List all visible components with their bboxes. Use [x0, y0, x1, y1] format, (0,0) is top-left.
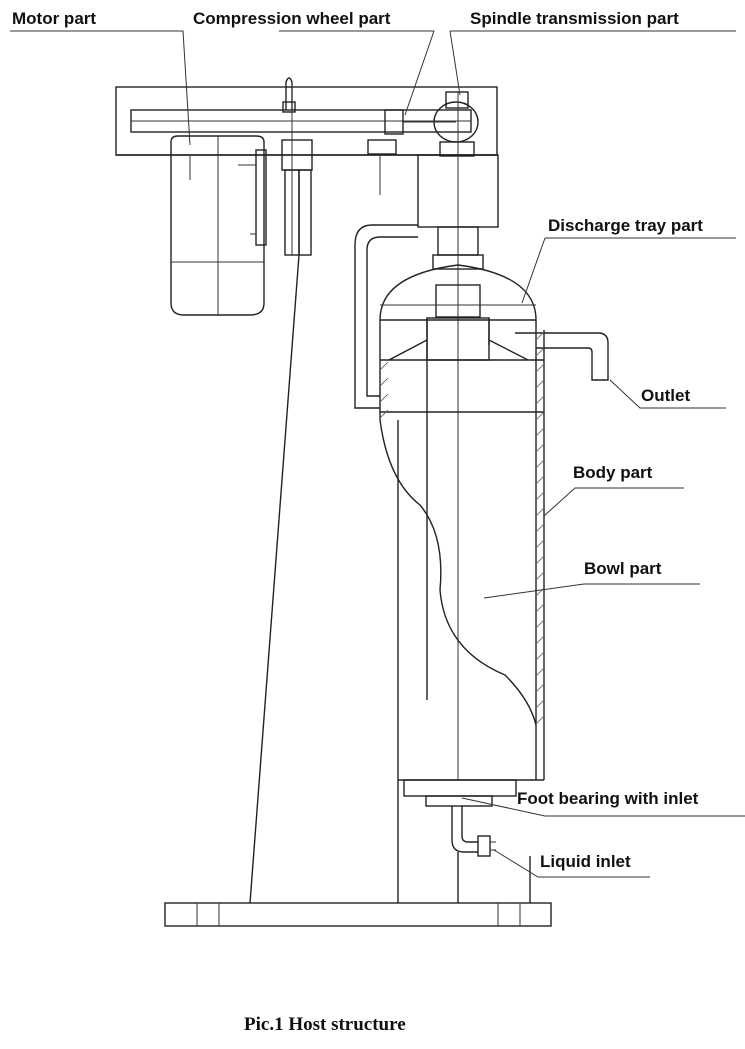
label-spindle-transmission-part: Spindle transmission part — [470, 9, 679, 28]
body-cylinder — [379, 320, 545, 781]
spindle-housing — [417, 92, 499, 780]
label-outlet: Outlet — [641, 386, 691, 405]
label-body-part: Body part — [573, 463, 653, 482]
label-motor-part: Motor part — [12, 9, 97, 28]
label-compression-wheel-part: Compression wheel part — [193, 9, 391, 28]
outlet-pipe — [515, 332, 609, 381]
foot-bearing — [403, 779, 517, 857]
label-foot-bearing-with-inlet: Foot bearing with inlet — [517, 789, 699, 808]
motor — [170, 135, 267, 316]
figure-caption: Pic.1 Host structure — [244, 1014, 406, 1035]
body-wall-hatching — [379, 331, 545, 725]
label-bowl-part: Bowl part — [584, 559, 662, 578]
stand-and-base — [164, 254, 552, 927]
side-pipe — [354, 224, 418, 409]
label-discharge-tray-part: Discharge tray part — [548, 216, 703, 235]
leader-lines — [10, 30, 745, 878]
compression-wheel — [367, 91, 479, 195]
discharge-tray — [379, 264, 537, 321]
label-liquid-inlet: Liquid inlet — [540, 852, 631, 871]
tension-column — [281, 77, 313, 256]
bowl — [388, 317, 529, 700]
